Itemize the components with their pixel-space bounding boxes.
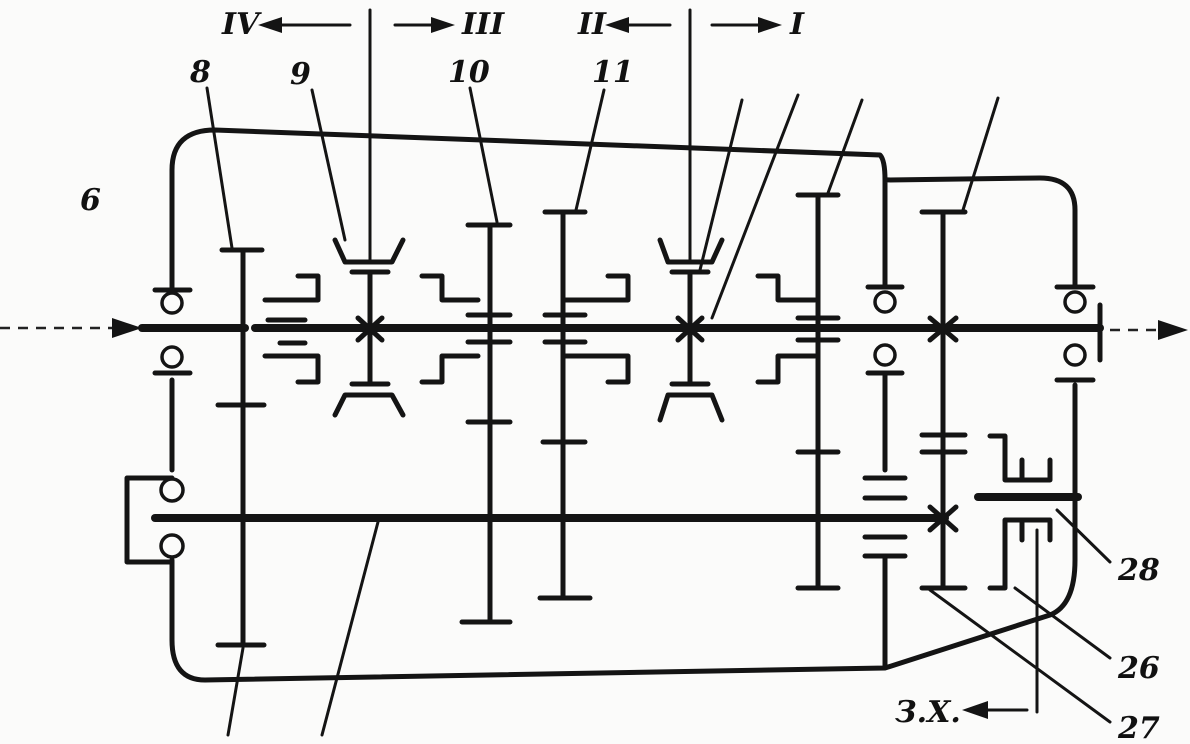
gear-10-pair [459,222,513,625]
gear-1st-pair [795,192,841,591]
label-synchro-9: 9 [290,57,311,92]
shift-label-iii: III [461,7,505,42]
synchro-9 [262,8,481,418]
countershaft-bearings [159,477,185,559]
reverse-arrow [962,701,1029,719]
shift-label-i: I [789,7,805,42]
label-reverse-gear-27: 27 [1117,711,1160,744]
shift-arrows-top [258,17,782,33]
output-arrowhead [1158,320,1188,340]
synchro-ii-i [657,8,818,423]
reverse-shaft-assembly [974,433,1082,714]
countershaft-bearing-bracket [124,475,175,565]
shift-label-iv: IV [221,7,262,42]
label-gear-11: 11 [592,55,634,90]
label-reverse-3x: З.Х. [895,695,961,730]
gear-8-pair [215,247,267,648]
label-input-shaft-6: 6 [80,183,101,218]
label-gear-8: 8 [189,55,211,90]
main-shaft-bearings [152,283,1096,473]
label-reverse-gear-26: 26 [1117,651,1160,686]
input-arrowhead [112,318,142,338]
reverse-idler [862,475,908,611]
gear-11-pair [537,209,631,601]
label-reverse-shaft-28: 28 [1117,553,1160,588]
shift-label-ii: II [577,7,607,42]
leader-lines [205,86,1112,737]
reverse-gear-27 [919,209,968,591]
label-gear-10: 10 [448,55,490,90]
